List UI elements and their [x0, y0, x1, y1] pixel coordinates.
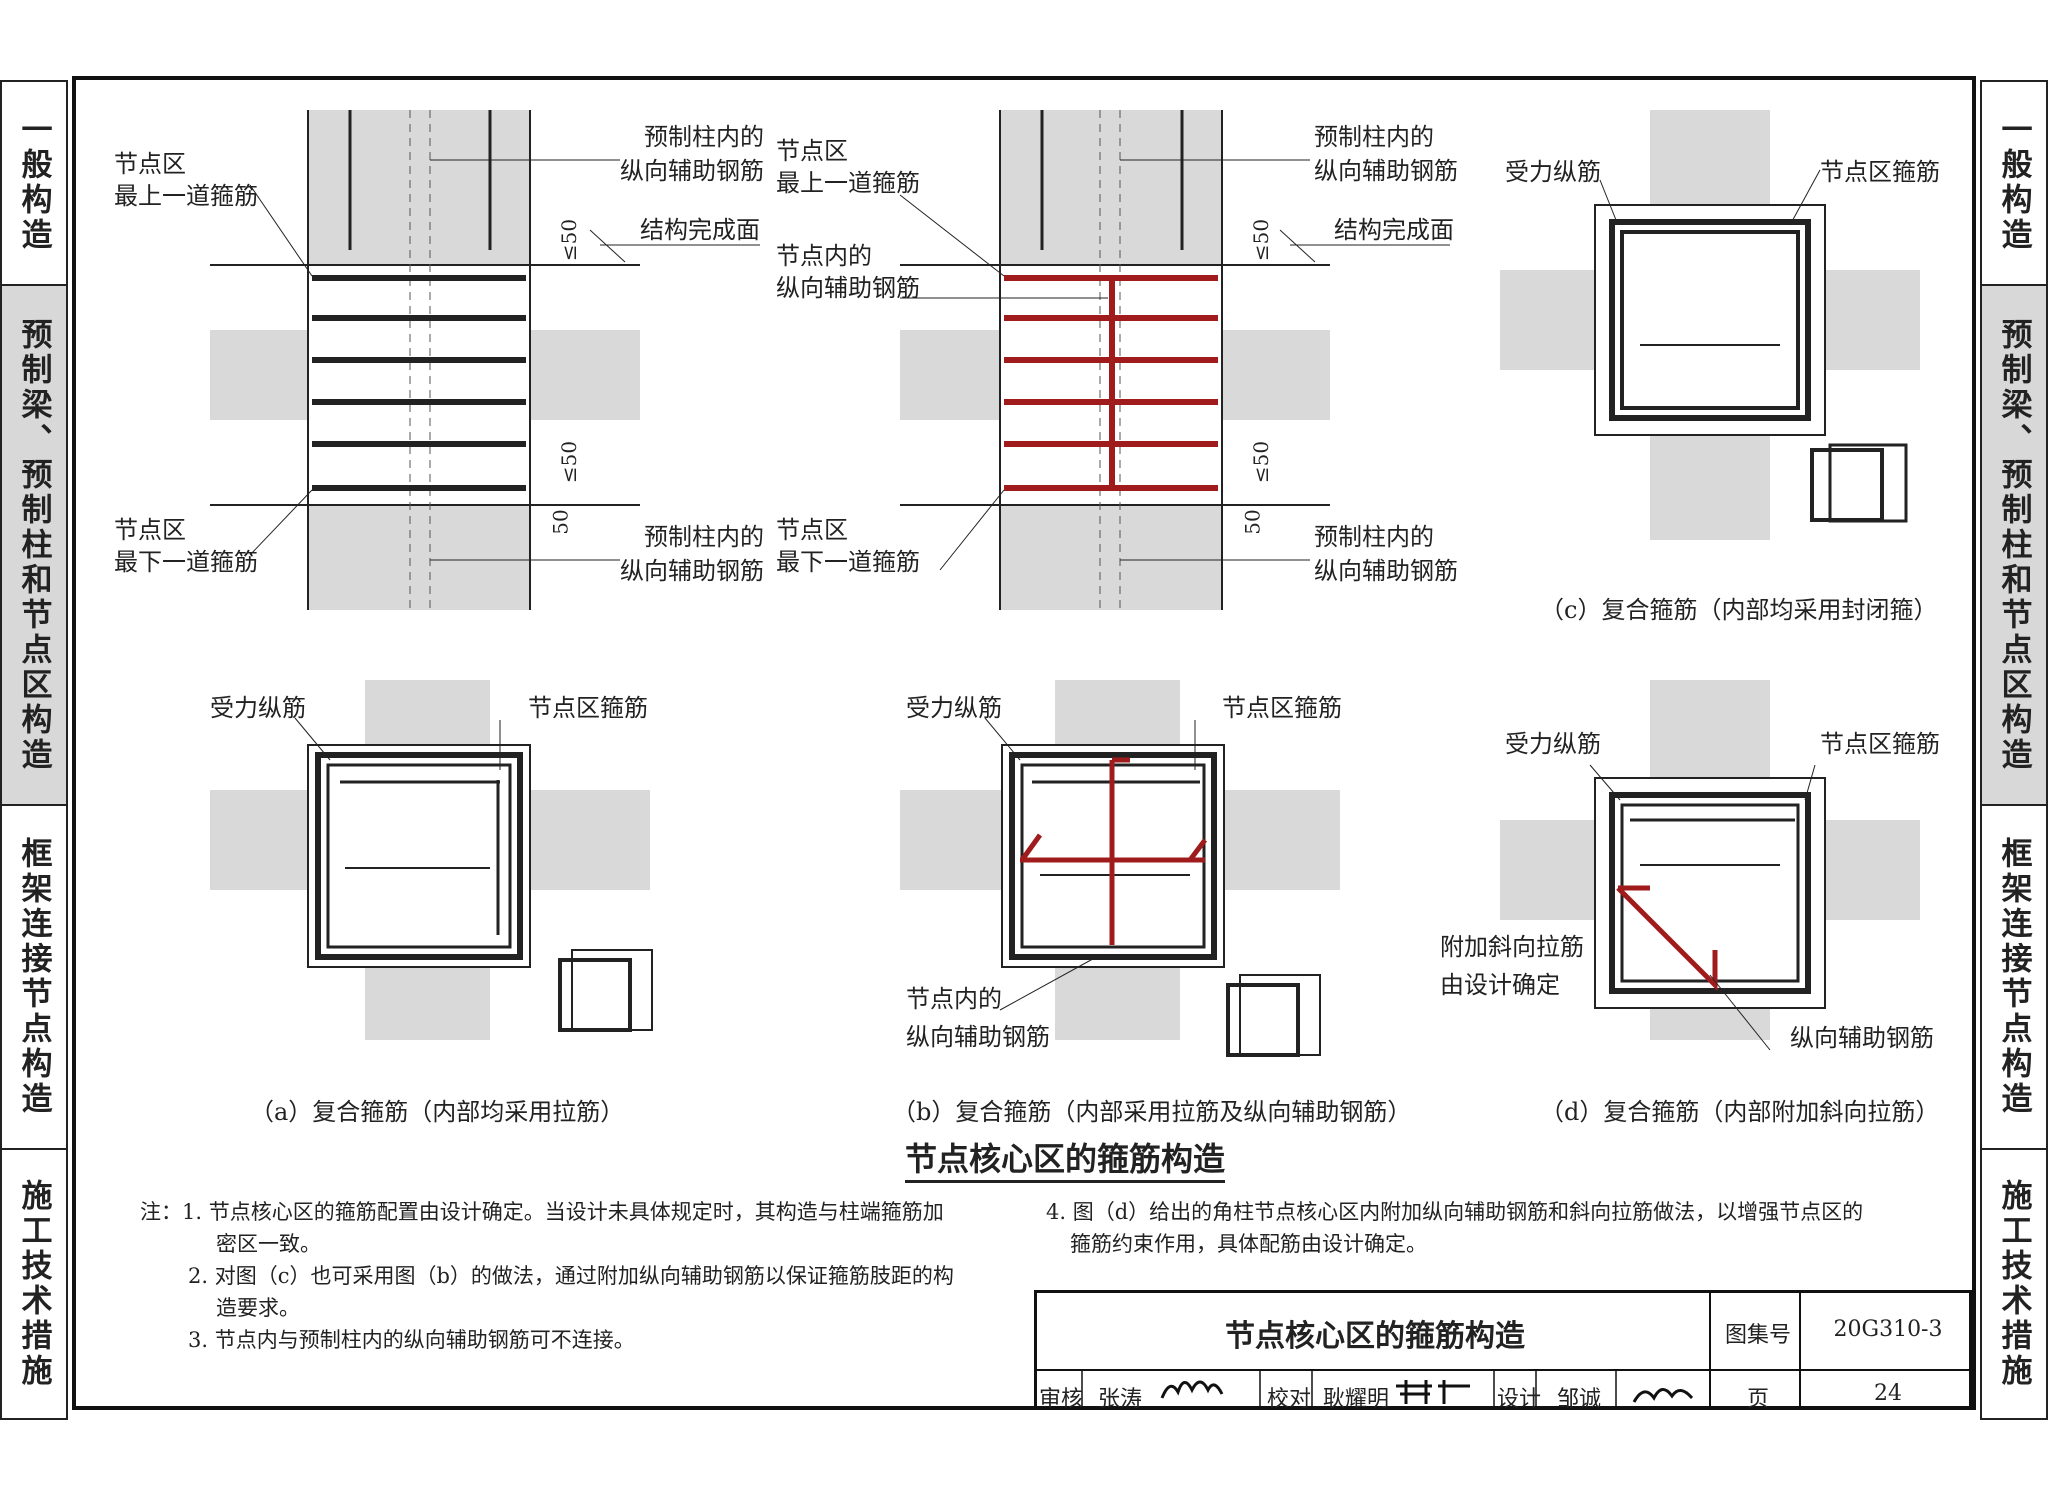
side-tab-general[interactable]: 一般构造 [0, 80, 68, 284]
caption-b: （b）复合箍筋（内部采用拉筋及纵向辅助钢筋） [892, 1098, 1412, 1126]
label-main-bar-c: 受力纵筋 [1505, 158, 1601, 186]
page-label: 页 [1746, 1387, 1769, 1412]
label-bottom-stirrup-b: 节点区最下一道箍筋 [776, 516, 920, 576]
notes-prefix: 注： [140, 1200, 182, 1224]
label-main-bar-b: 受力纵筋 [906, 694, 1002, 722]
reviewer-name: 张涛 [1097, 1387, 1142, 1412]
note-4b: 箍筋约束作用，具体配筋由设计确定。 [1070, 1232, 1427, 1256]
drawing-frame [72, 76, 1976, 1410]
notes-left: 注：1. 节点核心区的箍筋配置由设计确定。当设计未具体规定时，其构造与柱端箍筋加… [140, 1196, 954, 1356]
label-node-stirrup-a: 节点区箍筋 [528, 694, 648, 722]
plan-a [210, 680, 653, 1040]
side-tab-construction[interactable]: 施工技术措施 [0, 1148, 68, 1420]
side-tab-precast-r[interactable]: 预制梁、预制柱和节点区构造 [1980, 284, 2048, 804]
elevation-b [899, 110, 1450, 610]
label-le50-a2: ≤50 [557, 440, 582, 484]
note-2a: 2. 对图（c）也可采用图（b）的做法，通过附加纵向辅助钢筋以保证箍筋肢距的构 [188, 1264, 954, 1288]
notes-right: 4. 图（d）给出的角柱节点核心区内附加纵向辅助钢筋和斜向拉筋做法，以增强节点区… [1046, 1196, 1863, 1260]
checker-name: 耿耀明 [1322, 1387, 1389, 1412]
label-precast-bar-bottom-b: 预制柱内的纵向辅助钢筋 [1314, 523, 1458, 585]
left-side-tabs: 一般构造 预制梁、预制柱和节点区构造 框架连接节点构造 施工技术措施 [0, 80, 68, 1420]
label-precast-bar-top-b: 预制柱内的纵向辅助钢筋 [1314, 123, 1458, 185]
label-finish-surface-a: 结构完成面 [640, 216, 760, 244]
label-bottom-stirrup-a: 节点区最下一道箍筋 [114, 516, 258, 576]
title-block-title: 节点核心区的箍筋构造 [1225, 1319, 1525, 1354]
label-long-aux-bar-d: 纵向辅助钢筋 [1790, 1024, 1934, 1052]
label-node-stirrup-d: 节点区箍筋 [1820, 730, 1940, 758]
label-top-stirrup-a: 节点区最上一道箍筋 [114, 150, 258, 210]
label-finish-surface-b: 结构完成面 [1334, 216, 1454, 244]
note-1a: 1. 节点核心区的箍筋配置由设计确定。当设计未具体规定时，其构造与柱端箍筋加 [182, 1200, 944, 1224]
plan-c [1500, 110, 1920, 540]
label-node-inner-bar-b: 节点内的纵向辅助钢筋 [776, 242, 920, 302]
note-3: 3. 节点内与预制柱内的纵向辅助钢筋可不连接。 [188, 1328, 635, 1352]
title-block: 节点核心区的箍筋构造 图集号 20G310-3 审核 张涛 校对 耿耀明 设计 … [1034, 1290, 1972, 1412]
side-tab-precast[interactable]: 预制梁、预制柱和节点区构造 [0, 284, 68, 804]
page-number: 24 [1874, 1381, 1902, 1406]
label-node-stirrup-b: 节点区箍筋 [1222, 694, 1342, 722]
side-tab-general-r[interactable]: 一般构造 [1980, 80, 2048, 284]
label-50-b: 50 [1240, 509, 1265, 535]
caption-d: （d）复合箍筋（内部附加斜向拉筋） [1540, 1098, 1940, 1126]
designer-name: 邹诚 [1556, 1387, 1601, 1412]
caption-a: （a）复合箍筋（内部均采用拉筋） [250, 1098, 625, 1126]
side-tab-frame-r[interactable]: 框架连接节点构造 [1980, 804, 2048, 1148]
note-1b: 密区一致。 [216, 1232, 321, 1256]
label-node-stirrup-c: 节点区箍筋 [1820, 158, 1940, 186]
side-tab-frame[interactable]: 框架连接节点构造 [0, 804, 68, 1148]
label-50-a: 50 [548, 509, 573, 535]
review-label: 审核 [1038, 1387, 1083, 1412]
right-side-tabs: 一般构造 预制梁、预制柱和节点区构造 框架连接节点构造 施工技术措施 [1980, 80, 2048, 1420]
plan-d [1500, 680, 1920, 1051]
label-le50-b1: ≤50 [1249, 218, 1274, 262]
side-tab-construction-r[interactable]: 施工技术措施 [1980, 1148, 2048, 1420]
label-precast-bar-bottom-a: 预制柱内的纵向辅助钢筋 [620, 523, 764, 585]
caption-c: （c）复合箍筋（内部均采用封闭箍） [1540, 596, 1938, 624]
label-le50-a1: ≤50 [557, 218, 582, 262]
elevation-a [210, 110, 760, 610]
atlas-label: 图集号 [1724, 1323, 1791, 1348]
label-precast-bar-top-a: 预制柱内的纵向辅助钢筋 [620, 123, 764, 185]
design-label: 设计 [1497, 1387, 1542, 1412]
note-2b: 造要求。 [216, 1296, 300, 1320]
label-top-stirrup-b: 节点区最上一道箍筋 [776, 137, 920, 197]
label-node-inner-bar-plan-b: 节点内的纵向辅助钢筋 [906, 985, 1050, 1051]
note-4a: 4. 图（d）给出的角柱节点核心区内附加纵向辅助钢筋和斜向拉筋做法，以增强节点区… [1046, 1200, 1864, 1224]
check-label: 校对 [1266, 1387, 1311, 1412]
label-diag-tie-d: 附加斜向拉筋由设计确定 [1440, 933, 1584, 999]
label-main-bar-d: 受力纵筋 [1505, 730, 1601, 758]
atlas-number: 20G310-3 [1833, 1317, 1943, 1342]
label-le50-b2: ≤50 [1249, 440, 1274, 484]
label-main-bar-a: 受力纵筋 [210, 694, 306, 722]
page-title: 节点核心区的箍筋构造 [905, 1134, 1226, 1183]
plan-b [900, 680, 1340, 1057]
